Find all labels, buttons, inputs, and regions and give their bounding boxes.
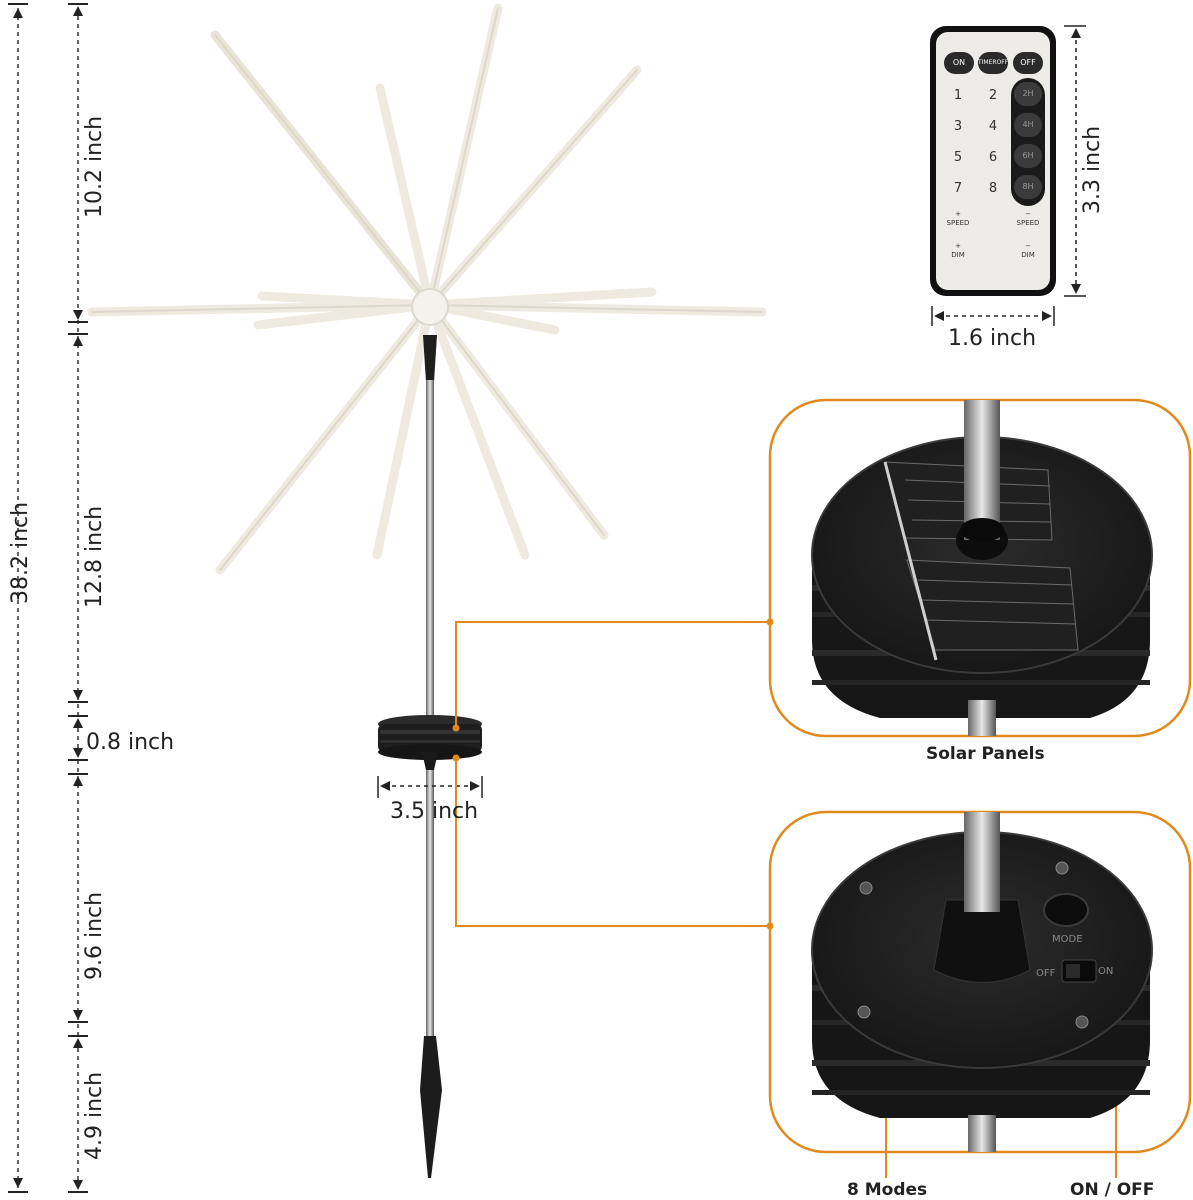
- top-height-label: 10.2 inch: [82, 115, 107, 218]
- switch-off-label: OFF: [1036, 968, 1056, 979]
- remote-timer-off-button[interactable]: TIMEROFF: [978, 52, 1008, 74]
- total-height-label: 38.2 inch: [8, 501, 33, 604]
- remote-button-3[interactable]: 3: [953, 119, 963, 134]
- base-height-label: 0.8 inch: [86, 730, 175, 755]
- remote-dim-down-button[interactable]: − DIM: [1021, 242, 1035, 259]
- remote-button-4[interactable]: 4: [988, 119, 998, 134]
- base-width-dimension: [377, 776, 483, 798]
- remote-button-7[interactable]: 7: [953, 181, 963, 196]
- middle-height-label: 12.8 inch: [82, 505, 107, 608]
- remote-width-label: 1.6 inch: [948, 326, 1037, 351]
- remote-speed-up-button[interactable]: + SPEED: [946, 210, 970, 227]
- modes-caption: 8 Modes: [847, 1180, 928, 1200]
- remote-timer-6h-button[interactable]: 6H: [1014, 144, 1042, 168]
- remote-button-6[interactable]: 6: [988, 150, 998, 165]
- solar-panels-caption: Solar Panels: [926, 744, 1045, 764]
- remote-timer-2h-button[interactable]: 2H: [1014, 82, 1042, 106]
- on-off-caption: ON / OFF: [1070, 1180, 1155, 1200]
- stake: [420, 1036, 442, 1178]
- firework-hub: [411, 288, 449, 326]
- mode-button-label: MODE: [1052, 934, 1083, 945]
- stake-height-label: 4.9 inch: [82, 1071, 107, 1160]
- remote-button-8[interactable]: 8: [988, 181, 998, 196]
- rod-connector: [423, 335, 437, 382]
- screws: [857, 861, 1089, 1029]
- firework-spoke-shading: [91, 7, 763, 571]
- rod: [426, 380, 434, 1040]
- remote-on-button[interactable]: ON: [944, 52, 974, 74]
- dimension-ticks: [8, 3, 88, 1193]
- remote-speed-down-button[interactable]: − SPEED: [1016, 210, 1040, 227]
- base-width-label: 3.5 inch: [390, 799, 479, 824]
- remote-off-button[interactable]: OFF: [1013, 52, 1043, 74]
- remote-button-2[interactable]: 2: [988, 88, 998, 103]
- remote-dim-up-button[interactable]: + DIM: [951, 242, 965, 259]
- remote-dimensions: [931, 25, 1086, 326]
- remote-button-5[interactable]: 5: [953, 150, 963, 165]
- lower-height-label: 9.6 inch: [82, 891, 107, 980]
- remote-height-label: 3.3 inch: [1080, 125, 1105, 214]
- timer-strip: [1011, 78, 1045, 206]
- solar-base-closeup: [811, 400, 1153, 736]
- switch-on-label: ON: [1098, 966, 1114, 977]
- remote-button-1[interactable]: 1: [953, 88, 963, 103]
- remote-timer-4h-button[interactable]: 4H: [1014, 113, 1042, 137]
- dimension-arrows: [13, 6, 83, 1190]
- switch-base-closeup: [811, 812, 1153, 1152]
- dimension-lines: [17, 8, 79, 1190]
- remote-timer-8h-button[interactable]: 8H: [1014, 175, 1042, 199]
